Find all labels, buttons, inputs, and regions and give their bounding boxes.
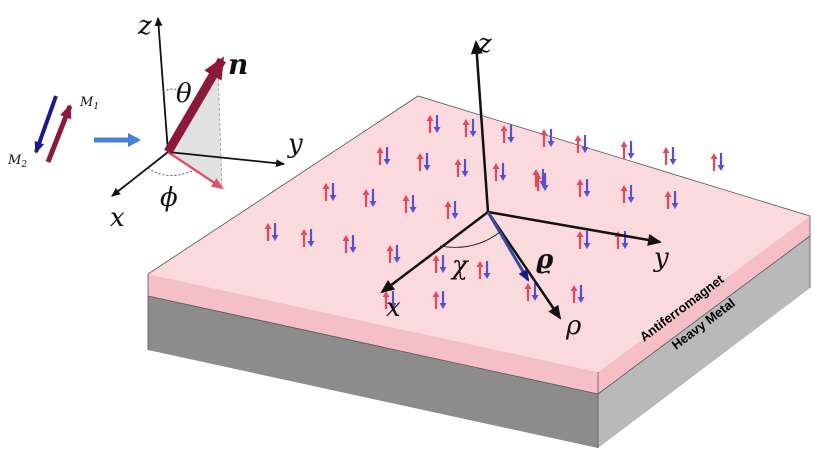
main-y-label: y (653, 243, 669, 273)
inset-x-label: x (110, 203, 125, 233)
spin-pair (576, 231, 591, 249)
moment-pair (34, 95, 73, 163)
spin-pair (620, 141, 635, 159)
spin-pair (576, 179, 591, 197)
rho-vector (486, 211, 530, 282)
spin-pair (416, 153, 431, 171)
heavy-metal-front-face (148, 296, 598, 448)
spin-pair (362, 189, 377, 207)
spin-pair (426, 115, 441, 133)
chi-label: χ (450, 251, 470, 281)
spin-pair (402, 195, 417, 213)
main-y-axis (487, 210, 662, 246)
main-z-label: z (477, 29, 492, 59)
spin-pair (300, 229, 315, 247)
spin-pair (620, 185, 635, 203)
spin-pair (710, 153, 725, 171)
spin-pair (540, 129, 555, 147)
spin-pair (322, 183, 337, 201)
spin-pair (476, 261, 491, 279)
inset-z-label: z (137, 11, 152, 41)
spin-pair (524, 283, 539, 301)
spin-pair (264, 223, 279, 241)
m1-vector (45, 104, 73, 163)
main-vector-label: ϱ (536, 245, 554, 275)
projection-vector (167, 150, 224, 190)
inset-y-label: y (287, 129, 303, 159)
inset-frame (111, 17, 285, 197)
spin-pair (444, 201, 459, 219)
spin-pair (454, 159, 469, 177)
spin-pair (342, 235, 357, 253)
spin-pair (382, 291, 397, 309)
projection-plane (168, 68, 222, 188)
spin-pair (500, 125, 515, 143)
theta-arc (162, 88, 183, 93)
main-rho-label: ρ (565, 311, 582, 341)
n-label: n (228, 48, 248, 81)
main-x-label: x (386, 293, 401, 323)
chi-angle-arc (439, 231, 501, 248)
inset-z-axis (154, 17, 169, 153)
afm-right-face (598, 216, 810, 394)
spin-pair (534, 173, 549, 191)
spin-pair (492, 163, 507, 181)
slab (147, 95, 811, 448)
phi-arc (147, 167, 195, 176)
spin-pair (432, 291, 447, 309)
spin-pair (662, 147, 677, 165)
inset-y-axis (167, 151, 285, 168)
heavy-metal-right-face (598, 236, 810, 448)
spin-pair (462, 119, 477, 137)
inset-x-axis (111, 151, 169, 197)
spin-pair (570, 285, 585, 303)
n-vector (164, 56, 226, 155)
main-axes (380, 40, 662, 320)
phi-label: ϕ (160, 183, 178, 213)
spin-lattice (264, 115, 725, 309)
spin-pair (664, 191, 679, 209)
spin-pair (386, 245, 401, 263)
spin-pair (376, 147, 391, 165)
m2-vector (34, 95, 58, 154)
m2-label: M2 (7, 153, 27, 170)
main-x-axis (380, 211, 489, 294)
spin-pair (432, 255, 447, 273)
spin-pair (574, 135, 589, 153)
m1-label: M1 (79, 95, 99, 112)
theta-label: θ (176, 79, 192, 109)
main-z-axis (470, 40, 490, 213)
afm-front-face (148, 274, 598, 394)
